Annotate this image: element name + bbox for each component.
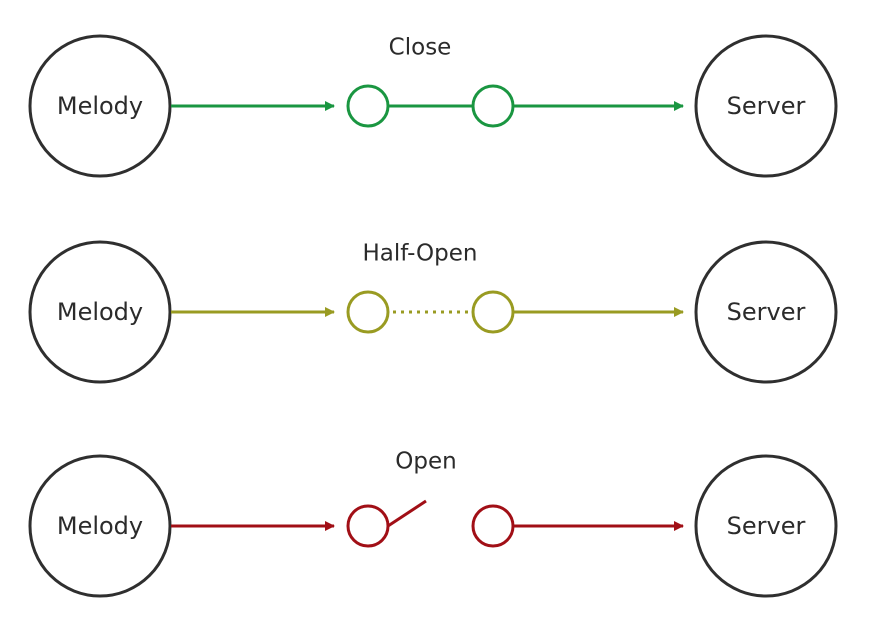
state-title-close: Close [389,35,452,61]
client-node-label: Melody [57,512,143,540]
switch-contact-right [471,504,515,548]
client-node-half-open: Melody [28,240,172,384]
switch-contact-left [346,290,390,334]
server-node-label: Server [727,92,806,120]
state-title-open: Open [395,449,456,475]
client-node-close: Melody [28,34,172,178]
client-node-label: Melody [57,92,143,120]
switch-open-lever [387,499,427,528]
state-row-half-open: Half-Open Melody Server [28,240,838,384]
server-node-label: Server [727,512,806,540]
state-title-half-open: Half-Open [363,241,478,267]
server-node-close: Server [694,34,838,178]
state-row-close: Close Melody Server [28,34,838,178]
switch-contact-right [471,84,515,128]
client-node-circle [28,454,172,598]
switch-contact-left [346,84,390,128]
server-node-circle [694,34,838,178]
client-node-open: Melody [28,454,172,598]
switch-contact-left [346,504,390,548]
state-row-open: Open Melody Server [28,449,838,598]
client-node-circle [28,34,172,178]
server-node-circle [694,240,838,384]
server-node-circle [694,454,838,598]
client-node-label: Melody [57,298,143,326]
server-node-label: Server [727,298,806,326]
server-node-open: Server [694,454,838,598]
server-node-half-open: Server [694,240,838,384]
switch-contact-right [471,290,515,334]
client-node-circle [28,240,172,384]
